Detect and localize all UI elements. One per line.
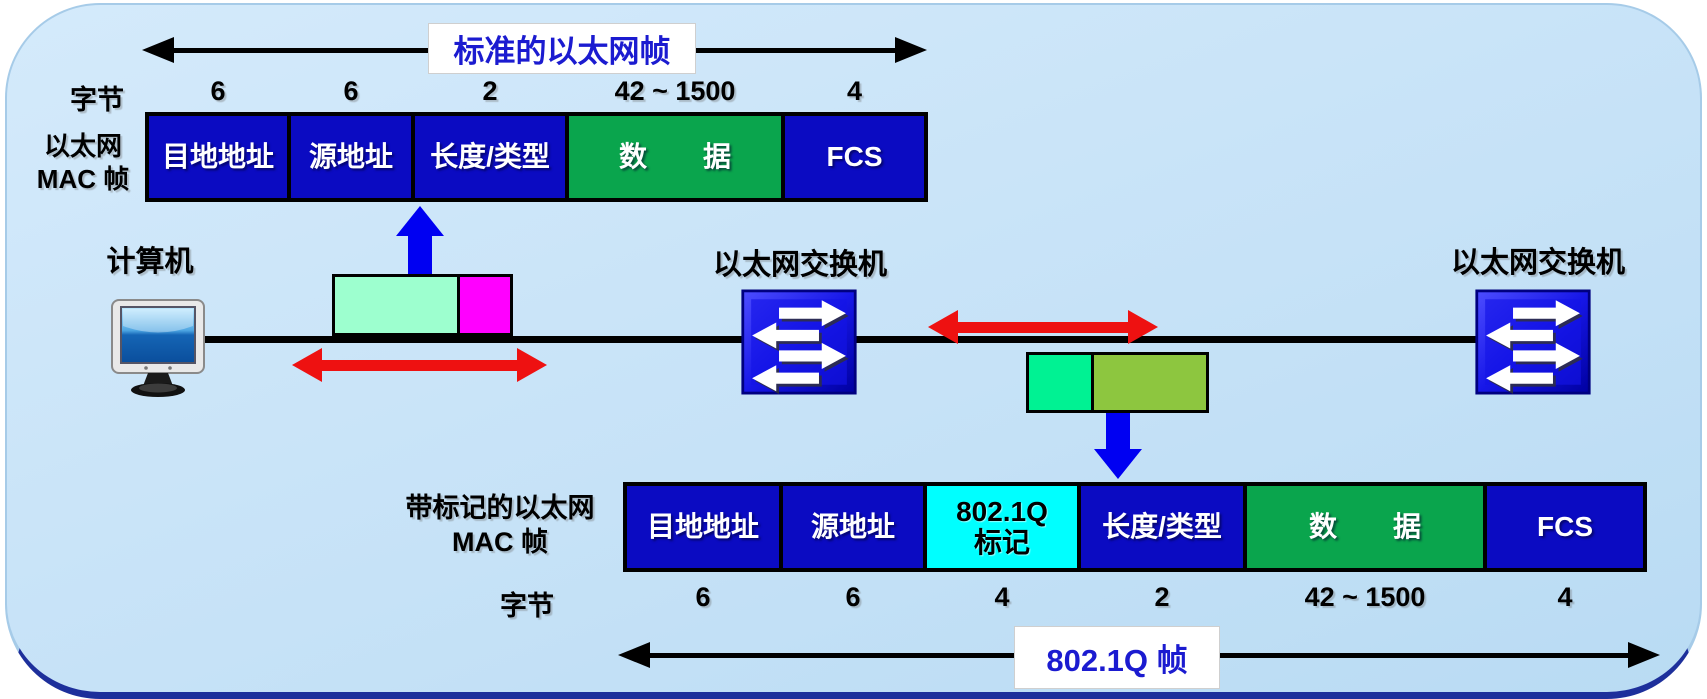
byte-count-dest-address: 6 (210, 76, 226, 106)
byte-count-fcs: 4 (846, 76, 863, 106)
left-segment-traffic-arrow (292, 348, 547, 382)
computer-label: 计算机 (106, 246, 194, 278)
tagged-frame-body (1091, 355, 1206, 410)
byte-count-data: 42 ~ 1500 (1304, 582, 1426, 612)
link-left (198, 336, 744, 343)
field-data: 数 据 (569, 116, 781, 198)
switch-right-label: 以太网交换机 (1450, 247, 1626, 279)
field-src-address: 源地址 (291, 116, 411, 198)
byte-widths-row-top: 6 6 2 42 ~ 1500 4 (145, 76, 928, 107)
link-right (854, 336, 1478, 343)
byte-count-fcs: 4 (1557, 582, 1573, 612)
bytes-caption-top: 字节 (70, 85, 124, 115)
arrowhead-right (1628, 642, 1660, 668)
standard-frame-label-box: 标准的以太网帧 (428, 23, 696, 74)
field-length-type: 长度/类型 (1081, 486, 1243, 568)
byte-count-dot1q-tag: 4 (994, 582, 1010, 612)
field-dest-address: 目地地址 (149, 116, 287, 198)
untagged-frame-trailer (457, 277, 510, 333)
arrowhead-left (618, 642, 650, 668)
field-fcs: FCS (785, 116, 924, 198)
byte-count-length-type: 2 (482, 76, 498, 106)
byte-count-src-address: 6 (845, 582, 861, 612)
tag-down-arrow (1094, 413, 1142, 479)
field-dest-address: 目地地址 (627, 486, 779, 568)
untagged-mini-frame (332, 274, 513, 336)
bottom-frame-side-label: 带标记的以太网 MAC 帧 (405, 493, 595, 557)
field-dot1q-tag: 802.1Q 标记 (927, 486, 1077, 568)
byte-widths-row-bottom: 6 6 4 2 42 ~ 1500 4 (623, 582, 1647, 613)
right-segment-traffic-arrow (928, 310, 1158, 344)
ethernet-switch-icon-right (1475, 289, 1591, 395)
dot1q-frame-label: 802.1Q 帧 (1046, 643, 1188, 678)
bytes-caption-bottom: 字节 (500, 591, 554, 621)
byte-count-data: 42 ~ 1500 (614, 76, 736, 106)
computer-icon (111, 299, 205, 397)
arrowhead-left (142, 37, 174, 63)
byte-count-dest-address: 6 (695, 582, 711, 612)
untag-up-arrow (396, 206, 444, 274)
ethernet-switch-icon-left (741, 289, 857, 395)
byte-count-length-type: 2 (1154, 582, 1170, 612)
tagged-mini-frame (1026, 352, 1209, 413)
field-fcs: FCS (1487, 486, 1643, 568)
dot1q-frame-label-box: 802.1Q 帧 (1014, 626, 1220, 689)
tagged-frame-tag (1029, 355, 1091, 410)
top-frame-side-label: 以太网 MAC 帧 (36, 131, 130, 194)
field-src-address: 源地址 (783, 486, 923, 568)
byte-count-src-address: 6 (343, 76, 359, 106)
switch-left-label: 以太网交换机 (712, 249, 888, 281)
standard-frame-label: 标准的以太网帧 (453, 34, 671, 69)
arrowhead-right (895, 37, 927, 63)
field-length-type: 长度/类型 (415, 116, 565, 198)
field-data: 数 据 (1247, 486, 1483, 568)
untagged-frame-body (335, 277, 457, 333)
